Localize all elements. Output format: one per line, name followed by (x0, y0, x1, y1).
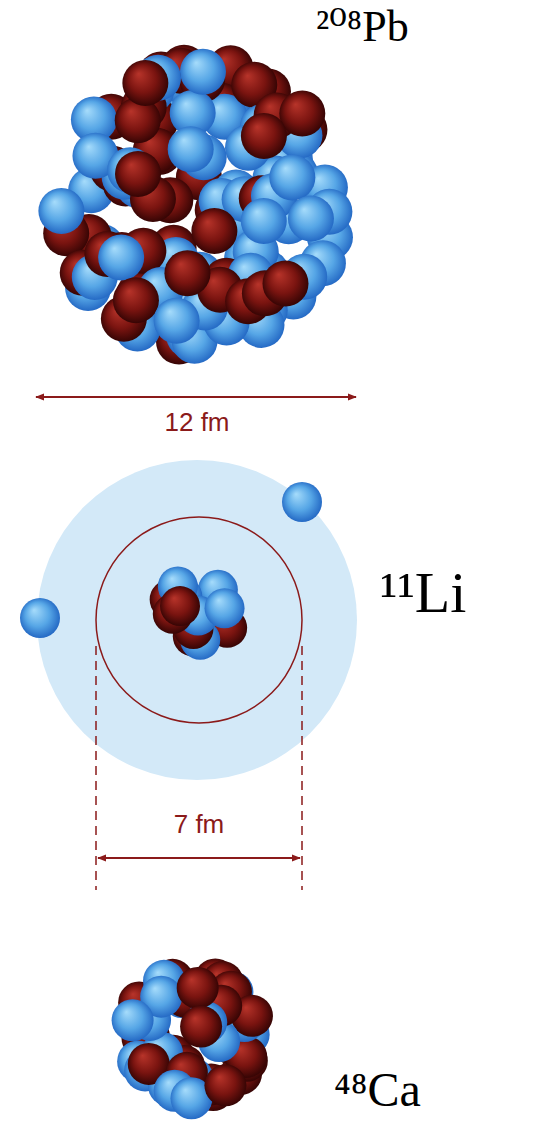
dashed-guide (95, 646, 97, 890)
nucleus-label: ¹¹Li (380, 560, 466, 627)
dimension-arrow (36, 396, 356, 398)
neutron-halo (37, 460, 357, 780)
nucleon (191, 208, 237, 254)
nucleon (204, 1064, 246, 1106)
nucleon (115, 151, 161, 197)
dimension-label: 12 fm (164, 408, 229, 438)
nucleon (177, 967, 219, 1009)
nucleus-label: ⁴⁸Ca (334, 1062, 421, 1117)
nucleon (279, 91, 325, 137)
nucleon (122, 60, 168, 106)
nucleon (154, 298, 200, 344)
halo-neutron (282, 482, 322, 522)
dashed-guide (301, 646, 303, 890)
nucleon (241, 198, 287, 244)
dimension-label: 7 fm (174, 810, 225, 840)
nucleon (269, 154, 315, 200)
lead-nucleus (38, 45, 353, 365)
dimension-arrow (98, 857, 300, 859)
nucleon (160, 586, 200, 626)
core-radius-circle (96, 517, 302, 723)
nucleon (112, 999, 154, 1041)
nucleus-label: ²⁰⁸Pb (316, 2, 409, 53)
nucleon (38, 188, 84, 234)
nucleon (262, 261, 308, 307)
nucleon (241, 113, 287, 159)
nucleon (180, 1006, 222, 1048)
nucleon (164, 250, 210, 296)
nucleon (168, 126, 214, 172)
lithium-core (150, 567, 247, 660)
nucleon (113, 277, 159, 323)
nucleon (180, 49, 226, 95)
calcium-nucleus (112, 958, 273, 1119)
nucleon (205, 588, 245, 628)
nucleon (288, 195, 334, 241)
nucleon (98, 234, 144, 280)
halo-neutron (20, 598, 60, 638)
